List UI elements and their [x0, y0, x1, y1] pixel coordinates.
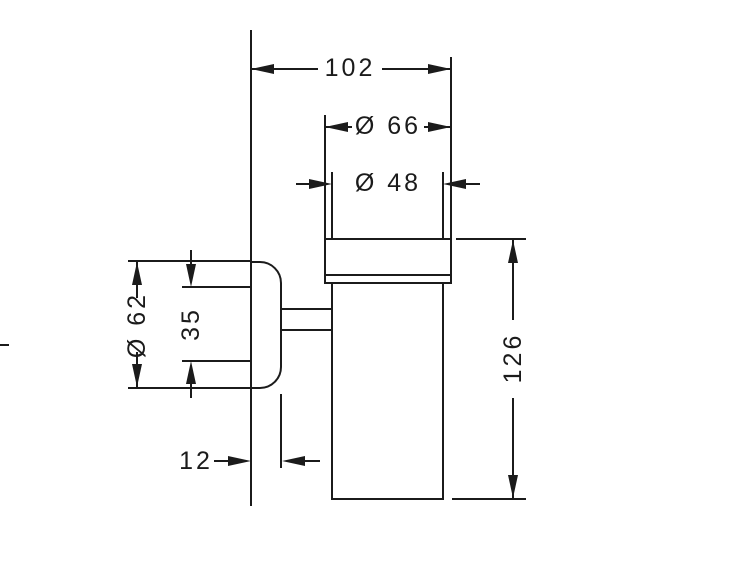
cup-body-left-edge: [331, 282, 333, 500]
dim-12-extension-right: [280, 394, 282, 468]
dim-62-arrow-top: [132, 262, 142, 285]
dim-62-extension-bottom: [128, 387, 250, 389]
dim-48-extension-right: [442, 172, 444, 239]
dim-12-tail-right: [302, 460, 320, 462]
cup-rim-left-edge: [324, 238, 326, 284]
dim-35-extension-top: [182, 286, 250, 288]
dim-102-arrow-right: [428, 64, 451, 74]
dim-62-extension-top: [128, 260, 250, 262]
cup-body-bottom-edge: [331, 498, 444, 500]
dim-48-tail-right: [462, 183, 480, 185]
dim-48-tail-left: [296, 183, 314, 185]
cup-body-right-edge: [442, 282, 444, 500]
dim-102-label: 102: [324, 54, 376, 82]
dim-35-label: 35: [177, 307, 205, 341]
dim-62-label: Ø 62: [123, 291, 151, 359]
dim-35-extension-bottom: [182, 360, 250, 362]
dim-126-extension-bottom: [452, 498, 526, 500]
dim-12-arrow-left: [228, 456, 251, 466]
dim-12-tail-left: [214, 460, 232, 462]
dim-102-arrow-left: [251, 64, 274, 74]
dim-48-extension-left: [331, 172, 333, 239]
dim-35-tail-bottom: [190, 382, 192, 398]
dim-48-label: Ø 48: [354, 169, 422, 197]
dim-48-arrow-left: [309, 179, 332, 189]
dim-12-label: 12: [179, 447, 213, 475]
dim-126-line-top: [512, 240, 514, 320]
mounting-plate: [250, 261, 282, 389]
cup-rim-right-edge: [450, 238, 452, 284]
dim-126-line-bottom: [512, 398, 514, 498]
holder-arm-top-edge: [280, 308, 332, 310]
dim-66-label: Ø 66: [354, 112, 422, 140]
dim-35-arrow-bottom: [186, 361, 196, 384]
cup-rim-bottom-edge: [324, 282, 452, 284]
dim-12-arrow-right: [282, 456, 305, 466]
dim-35-arrow-top: [186, 264, 196, 287]
dim-102-line-left: [252, 68, 318, 70]
dim-48-arrow-right: [443, 179, 466, 189]
dim-35-tail-top: [190, 250, 192, 266]
dim-66-extension-left: [324, 115, 326, 239]
dim-126-arrow-top: [508, 240, 518, 263]
extension-line-right-top: [450, 57, 452, 239]
cup-rim-inner-line: [324, 274, 452, 276]
dim-126-extension-top: [456, 238, 526, 240]
dim-102-line-right: [382, 68, 450, 70]
dim-62-arrow-bottom: [132, 364, 142, 387]
dim-126-arrow-bottom: [508, 475, 518, 498]
centerline-tick: [0, 344, 9, 346]
cup-rim-top-edge: [324, 238, 452, 240]
dim-66-arrow-right: [428, 122, 451, 132]
dim-66-arrow-left: [325, 122, 348, 132]
dim-126-label: 126: [499, 332, 527, 384]
holder-arm-bottom-edge: [280, 329, 332, 331]
